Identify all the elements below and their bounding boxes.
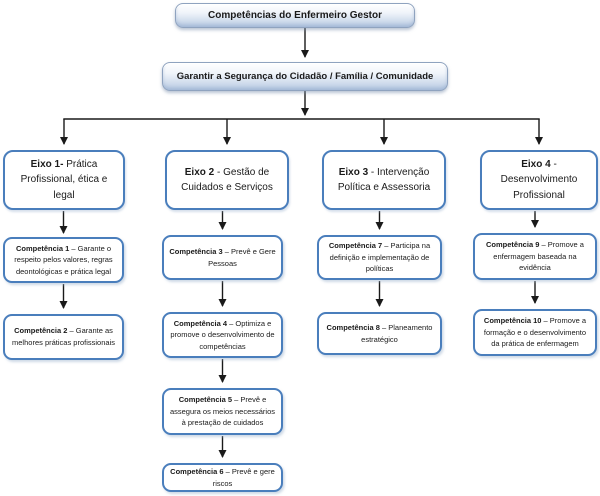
competency-2-description: – Garante as melhores práticas profissio… (12, 326, 115, 347)
competency-10-label: Competência 10 – Promove a formação e o … (479, 315, 591, 350)
competency-box-10: Competência 10 – Promove a formação e o … (473, 309, 597, 356)
competency-9-label: Competência 9 – Promove a enfermagem bas… (479, 239, 591, 274)
competency-box-2: Competência 2 – Garante as melhores prát… (3, 314, 124, 360)
competency-box-5: Competência 5 – Prevê e assegura os meio… (162, 388, 283, 435)
competency-4-label: Competência 4 – Optimiza e promove o des… (168, 318, 277, 353)
competency-box-4: Competência 4 – Optimiza e promove o des… (162, 312, 283, 358)
competency-8-description: – Planeamento estratégico (361, 322, 433, 344)
competency-5-label: Competência 5 – Prevê e assegura os meio… (168, 394, 277, 429)
axis-box-3: Eixo 3 - Intervenção Política e Assessor… (322, 150, 446, 210)
axis-2-number: Eixo 2 (184, 166, 215, 178)
axis-3-label: Eixo 3 - Intervenção Política e Assessor… (329, 165, 439, 196)
axis-1-label: Eixo 1- Prática Profissional, ética e le… (10, 157, 118, 204)
competency-8-number: Competência 8 (326, 322, 380, 332)
axis-1-title: Prática Profissional, ética e legal (20, 158, 108, 201)
competency-1-number: Competência 1 (15, 243, 70, 253)
competency-9-description: – Promove a enfermagem baseada na evidên… (493, 240, 584, 273)
competency-8-label: Competência 8 – Planeamento estratégico (323, 322, 436, 345)
root-title-box: Competências do Enfermeiro Gestor (175, 3, 415, 28)
competency-4-number: Competência 4 (173, 318, 228, 328)
competency-10-description: – Promove a formação e o desenvolvimento… (483, 316, 587, 349)
axis-2-title: - Gestão de Cuidados e Serviços (181, 166, 273, 194)
competency-6-description: – Prevê e gere riscos (212, 466, 275, 488)
competency-3-number: Competência 3 (169, 246, 223, 256)
competency-7-number: Competência 7 (328, 241, 383, 251)
axis-box-4: Eixo 4 - Desenvolvimento Profissional (480, 150, 598, 210)
root-title-label: Competências do Enfermeiro Gestor (208, 10, 382, 21)
axis-4-number: Eixo 4 (521, 158, 551, 170)
goal-label: Garantir a Segurança do Cidadão / Famíli… (176, 71, 434, 82)
competency-1-description: – Garante o respeito pelos valores, regr… (14, 243, 113, 276)
competency-6-label: Competência 6 – Prevê e gere riscos (168, 466, 277, 489)
axis-box-2: Eixo 2 - Gestão de Cuidados e Serviços (165, 150, 289, 210)
competency-box-9: Competência 9 – Promove a enfermagem bas… (473, 233, 597, 280)
competency-1-label: Competência 1 – Garante o respeito pelos… (9, 243, 118, 278)
axis-4-title: - Desenvolvimento Profissional (500, 158, 578, 201)
competency-box-7: Competência 7 – Participa na definição e… (317, 235, 442, 280)
axis-1-number: Eixo 1- (30, 158, 64, 170)
axis-4-label: Eixo 4 - Desenvolvimento Profissional (487, 157, 591, 204)
competency-7-description: – Participa na definição e implementação… (329, 241, 431, 274)
competency-5-number: Competência 5 (178, 395, 233, 405)
competency-7-label: Competência 7 – Participa na definição e… (323, 240, 436, 275)
competency-box-3: Competência 3 – Prevê e Gere Pessoas (162, 235, 283, 280)
competency-6-number: Competência 6 (170, 466, 224, 476)
competency-3-description: – Prevê e Gere Pessoas (208, 246, 276, 268)
competency-5-description: – Prevê e assegura os meios necessários … (169, 395, 276, 428)
axis-3-number: Eixo 3 (338, 166, 369, 178)
competency-3-label: Competência 3 – Prevê e Gere Pessoas (168, 246, 277, 269)
competency-box-1: Competência 1 – Garante o respeito pelos… (3, 237, 124, 283)
axis-2-label: Eixo 2 - Gestão de Cuidados e Serviços (172, 165, 282, 196)
competency-9-number: Competência 9 (486, 240, 540, 250)
competency-box-6: Competência 6 – Prevê e gere riscos (162, 463, 283, 492)
competency-2-label: Competência 2 – Garante as melhores prát… (9, 325, 118, 348)
competency-4-description: – Optimiza e promove o desenvolvimento d… (170, 318, 275, 351)
competency-2-number: Competência 2 (14, 326, 68, 336)
competency-box-8: Competência 8 – Planeamento estratégico (317, 312, 442, 355)
competency-10-number: Competência 10 (483, 316, 542, 326)
axis-3-title: - Intervenção Política e Assessoria (337, 166, 431, 194)
goal-box: Garantir a Segurança do Cidadão / Famíli… (162, 62, 448, 91)
axis-box-1: Eixo 1- Prática Profissional, ética e le… (3, 150, 125, 210)
